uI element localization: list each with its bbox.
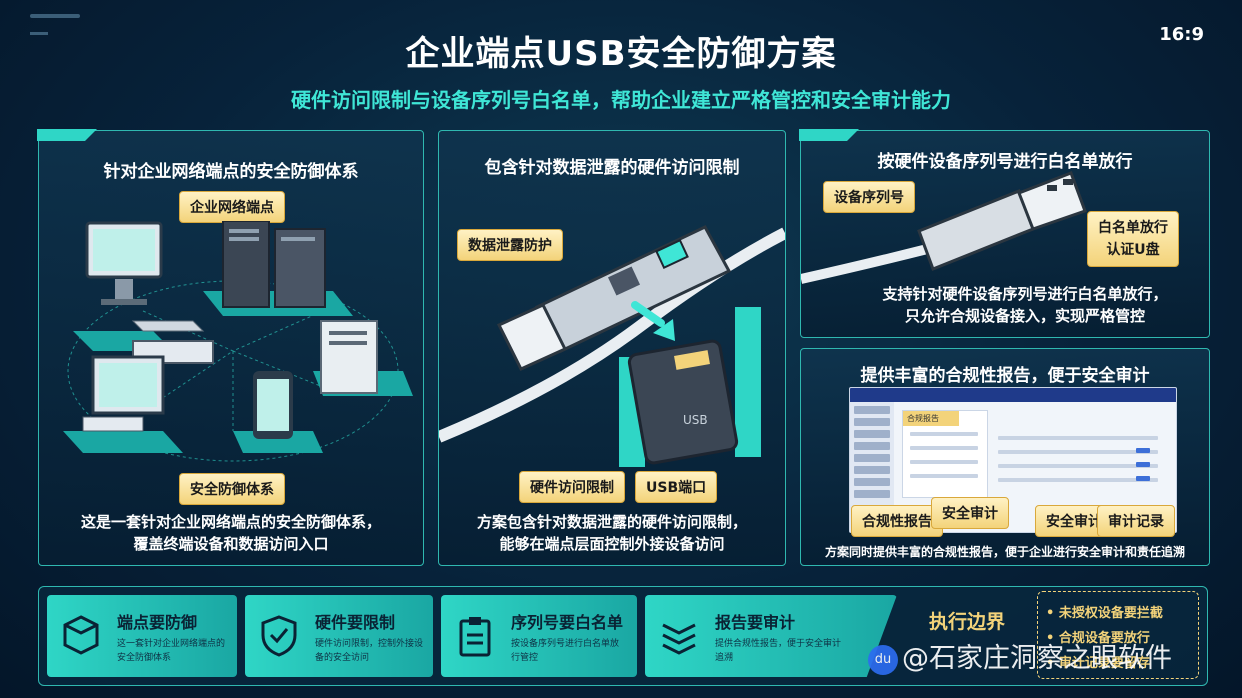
tag-usb-port: USB端口	[635, 471, 718, 503]
feature-card-serial: 序列号要白名单 按设备序列号进行白名单放行管控	[441, 595, 637, 677]
cube-icon	[63, 615, 99, 655]
panel-corner-decor	[799, 129, 859, 141]
desc-line: 覆盖终端设备和数据访问入口	[133, 535, 329, 553]
usb-port-device-icon	[627, 339, 739, 465]
panel-description: 方案包含针对数据泄露的硬件访问限制， 能够在端点层面控制外接设备访问	[439, 511, 785, 555]
desc-line: 能够在端点层面控制外接设备访问	[499, 535, 725, 553]
tag-security-audit-1: 安全审计	[931, 497, 1009, 529]
dashboard-box-label: 合规报告	[903, 411, 959, 426]
panel-compliance-report: 提供丰富的合规性报告，便于安全审计 合规报告 合规性报告 安全审计 安全审计 审…	[800, 348, 1210, 566]
feature-desc: 这一套针对企业网络端点的安全防御体系	[117, 639, 226, 663]
panel-hardware-access: 包含针对数据泄露的硬件访问限制 USB 数据泄露防护 硬件访问限制 USB端口 …	[438, 130, 786, 566]
monitor-icon	[63, 355, 183, 453]
tag-whitelist-release: 白名单放行 认证U盘	[1087, 211, 1179, 267]
exec-boundary-title: 执行边界	[929, 611, 1006, 633]
desc-line: 支持针对硬件设备序列号进行白名单放行，	[882, 285, 1168, 303]
exec-item: • 审计记录要留存	[1046, 656, 1150, 671]
tag-hardware-access-limit: 硬件访问限制	[519, 471, 625, 503]
tag-compliance-report: 合规性报告	[851, 505, 943, 537]
desktop-tower-icon	[313, 320, 413, 396]
dashboard-box: 合规报告	[902, 410, 988, 498]
panel-description: 方案同时提供丰富的合规性报告，便于企业进行安全审计和责任追溯	[824, 545, 1185, 559]
desc-line: 方案包含针对数据泄露的硬件访问限制，	[476, 513, 747, 531]
usb-stick-illustration	[439, 225, 785, 467]
usb-plug-illustration	[801, 171, 1087, 284]
watermark: du@石家庄洞察之眼软件	[868, 636, 1172, 675]
panel-serial-whitelist: 按硬件设备序列号进行白名单放行 设备序列号 白名单放行 认证U盘 支持针对硬件设…	[799, 129, 1210, 338]
feature-name: 序列号要白名单	[511, 613, 624, 632]
tag-security-defense: 安全防御体系	[179, 473, 285, 505]
panel-title: 按硬件设备序列号进行白名单放行	[877, 152, 1133, 172]
panel-corner-decor	[37, 129, 97, 141]
watermark-logo-icon: du	[868, 644, 898, 675]
exec-item: • 未授权设备要拦截	[1046, 606, 1163, 621]
top-decor-bar-small	[30, 32, 48, 35]
monitor-icon	[73, 221, 205, 351]
server-icon	[203, 221, 353, 316]
tag-device-serial: 设备序列号	[823, 181, 915, 213]
panel-title: 针对企业网络端点的安全防御体系	[103, 162, 359, 182]
top-decor-bar	[30, 14, 80, 18]
clipboard-icon	[459, 617, 491, 657]
dashboard-header-bar	[850, 388, 1176, 402]
feature-card-report: 报告要审计 提供合规性报告，便于安全审计追溯	[645, 595, 897, 677]
exec-boundary-list: • 未授权设备要拦截 • 合规设备要放行 • 审计记录要留存	[1037, 591, 1199, 679]
usb-device-label: USB	[683, 413, 708, 427]
feature-desc: 按设备序列号进行白名单放行管控	[511, 639, 620, 663]
tag-data-leak-protection: 数据泄露防护	[457, 229, 563, 261]
panel-endpoint-defense: 针对企业网络端点的安全防御体系 企业网络端点	[37, 129, 424, 566]
feature-card-endpoint: 端点要防御 这一套针对企业网络端点的安全防御体系	[47, 595, 237, 677]
feature-desc: 硬件访问限制，控制外接设备的安全访问	[315, 639, 424, 663]
network-endpoints-illustration	[63, 221, 413, 462]
panel-title: 提供丰富的合规性报告，便于安全审计	[860, 366, 1150, 386]
feature-strip: 端点要防御 这一套针对企业网络端点的安全防御体系 硬件要限制 硬件访问限制，控制…	[38, 586, 1208, 686]
layers-icon	[662, 623, 696, 655]
shield-check-icon	[261, 615, 297, 657]
tag-audit-records: 审计记录	[1097, 505, 1175, 537]
watermark-text: @石家庄洞察之眼软件	[902, 643, 1172, 674]
tag-line: 白名单放行	[1098, 220, 1168, 236]
tag-line: 认证U盘	[1106, 242, 1160, 258]
aspect-ratio-label: 16:9	[1159, 24, 1204, 45]
feature-name: 硬件要限制	[315, 613, 396, 632]
panel-description: 支持针对硬件设备序列号进行白名单放行， 只允许合规设备接入，实现严格管控	[841, 283, 1209, 327]
page-subtitle: 硬件访问限制与设备序列号白名单，帮助企业建立严格管控和安全审计能力	[291, 88, 951, 112]
desc-line: 只允许合规设备接入，实现严格管控	[904, 307, 1145, 325]
panel-title: 包含针对数据泄露的硬件访问限制	[484, 158, 740, 178]
feature-name: 报告要审计	[715, 613, 796, 632]
feature-desc: 提供合规性报告，便于安全审计追溯	[715, 639, 842, 663]
panel-description: 这是一套针对企业网络端点的安全防御体系， 覆盖终端设备和数据访问入口	[39, 511, 423, 555]
phone-icon	[233, 371, 323, 453]
exec-item: • 合规设备要放行	[1046, 631, 1150, 646]
feature-name: 端点要防御	[117, 613, 198, 632]
page-title: 企业端点USB安全防御方案	[405, 34, 837, 74]
desc-line: 这是一套针对企业网络端点的安全防御体系，	[80, 513, 381, 531]
tag-enterprise-endpoint: 企业网络端点	[179, 191, 285, 223]
feature-card-hardware: 硬件要限制 硬件访问限制，控制外接设备的安全访问	[245, 595, 433, 677]
